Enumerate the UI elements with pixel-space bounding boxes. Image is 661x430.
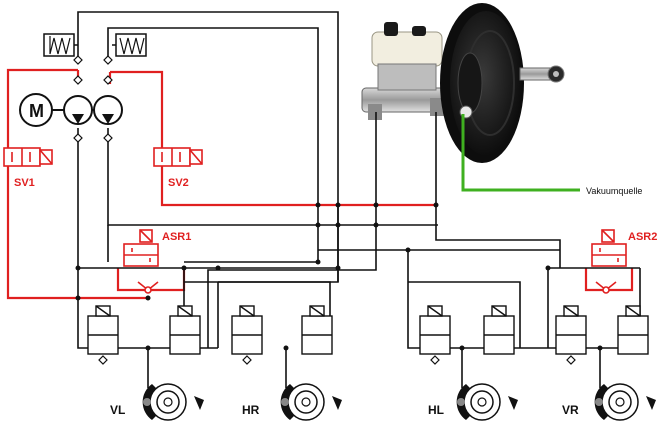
motor-label: M (29, 101, 44, 121)
wheel-vl-label: VL (110, 403, 125, 417)
solenoid-valve-icon (3, 147, 53, 167)
solenoid-valve-icon (123, 229, 159, 294)
brake-disc-icon (280, 383, 342, 421)
sv1-label: SV1 (14, 177, 35, 189)
junction-dots (75, 202, 603, 351)
brake-booster-icon (361, 3, 565, 163)
vacuum-line (461, 114, 580, 192)
check-valve-icon (73, 55, 113, 143)
pump-icon (93, 95, 123, 125)
asr1-label: ASR1 (162, 231, 191, 243)
brake-disc-icon (142, 383, 204, 421)
accumulator-icon (43, 33, 78, 57)
motor-icon: M (19, 93, 100, 127)
solenoid-valve-icon (153, 147, 203, 167)
brake-disc-icon (456, 383, 518, 421)
wheel-hl-label: HL (428, 403, 444, 417)
vacuum-source-label: Vakuumquelle (586, 186, 642, 196)
abs-valves (87, 305, 649, 355)
solenoid-valve-icon (591, 229, 627, 294)
wheel-vr-label: VR (562, 403, 579, 417)
wheel-hr-label: HR (242, 403, 260, 417)
accumulator-icon (112, 33, 147, 57)
sv2-label: SV2 (168, 177, 189, 189)
asr2-label: ASR2 (628, 231, 657, 243)
brake-disc-icon (594, 383, 656, 421)
pump-icon (63, 95, 93, 125)
check-valve-icon (98, 355, 576, 365)
